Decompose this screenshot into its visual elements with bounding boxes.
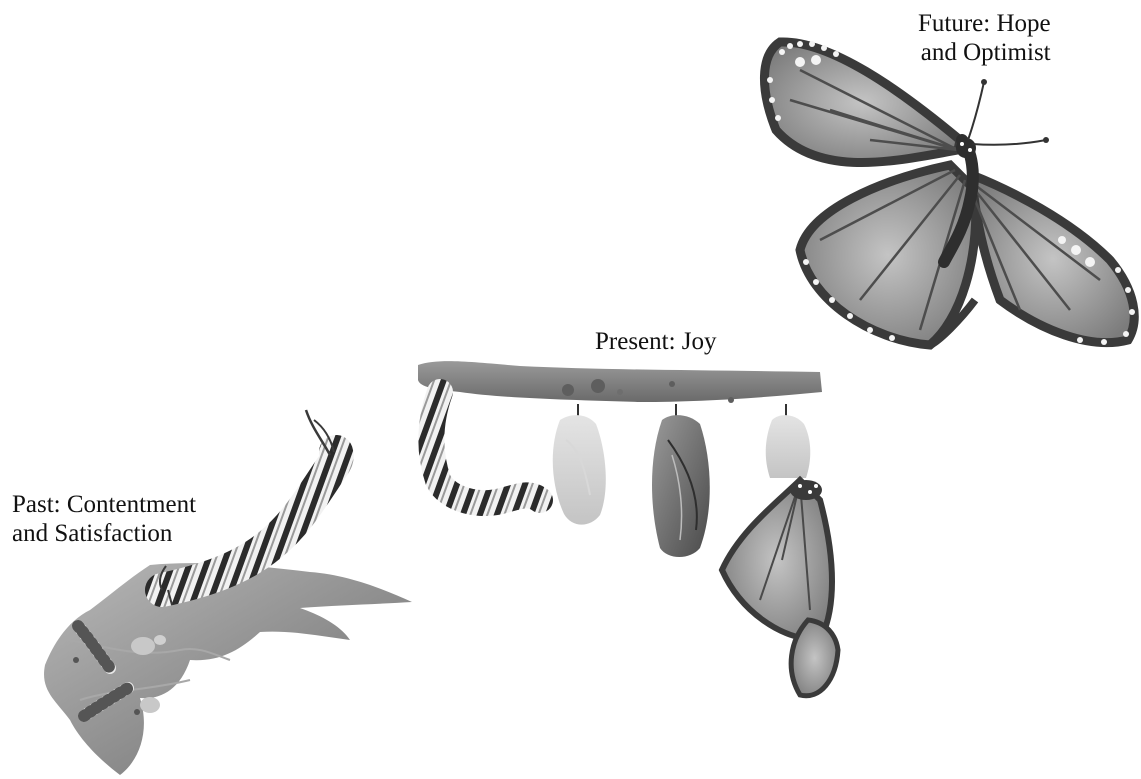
chrysalis-icon bbox=[766, 404, 811, 478]
past-label-line-2: and Satisfaction bbox=[12, 519, 196, 548]
chrysalis-icon bbox=[553, 404, 606, 525]
future-stage-label: Future: Hope and Optimist bbox=[918, 9, 1051, 67]
caterpillar-icon bbox=[431, 392, 540, 503]
future-label-line-2: and Optimist bbox=[918, 38, 1051, 67]
past-stage-label: Past: Contentment and Satisfaction bbox=[12, 490, 196, 548]
leaf-icon bbox=[44, 563, 412, 775]
chrysalis-icon bbox=[652, 404, 710, 557]
past-label-line-1: Past: Contentment bbox=[12, 490, 196, 519]
future-label-line-1: Future: Hope bbox=[918, 9, 1051, 38]
branch-icon bbox=[418, 361, 822, 403]
present-stage-label: Present: Joy bbox=[595, 327, 717, 356]
present-label-line-1: Present: Joy bbox=[595, 327, 717, 356]
butterfly-icon bbox=[722, 480, 838, 696]
butterfly-icon bbox=[764, 41, 1135, 345]
